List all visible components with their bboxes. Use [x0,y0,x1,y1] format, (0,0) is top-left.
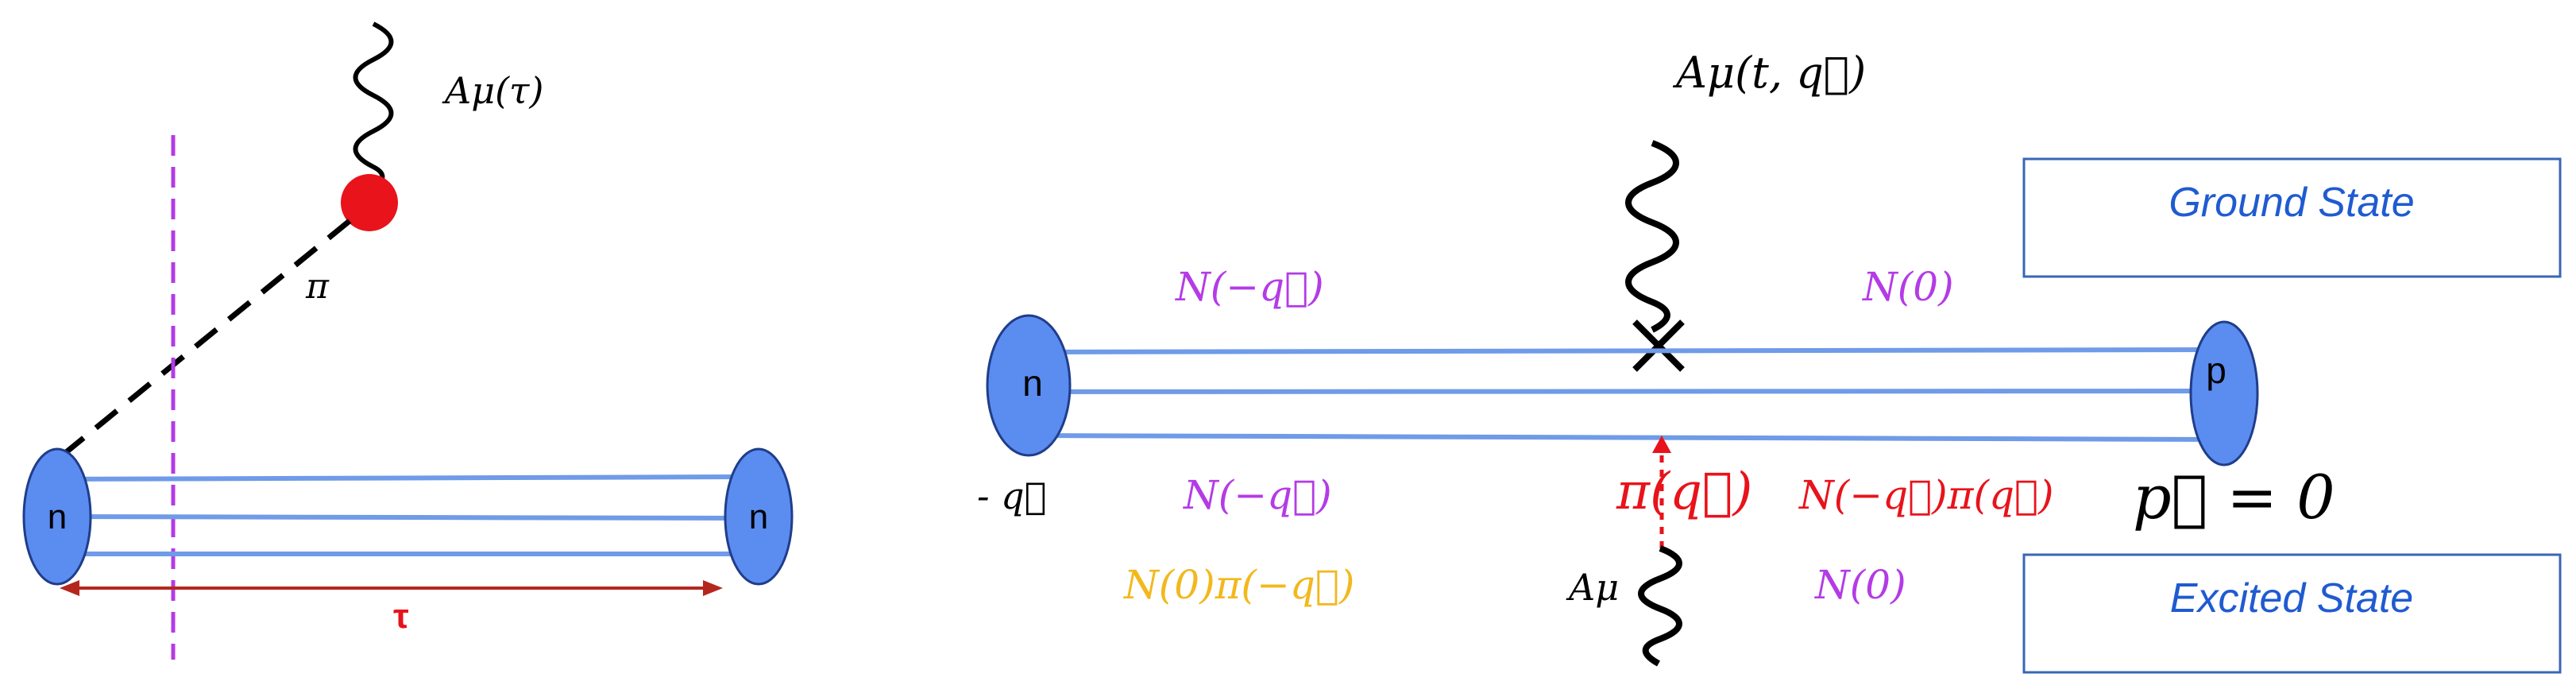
left-pion-label: π [305,266,330,307]
right-current-top-label: Aμ(t, q⃗) [1672,48,1866,98]
right-lower-left-state2: N(0)π(−q⃗) [1123,562,1354,608]
left-nucleon-right-label: n [749,497,768,536]
left-tau-label: τ [393,597,409,636]
right-quark-line-mid [1032,389,2217,394]
left-nucleon-left-label: n [48,497,67,536]
right-nucleon-right-label: p [2206,350,2226,391]
left-tau-arrowhead-right [703,580,723,596]
left-pion-dashed-line [45,219,352,470]
excited-state-box-label: Excited State [2170,575,2413,621]
right-lower-right-state2: N(0) [1814,562,1906,608]
right-quark-line-bottom [1032,433,2217,442]
left-red-vertex [341,174,398,231]
left-quark-line-mid [55,514,740,521]
right-lower-left-state: N(−q⃗) [1183,472,1332,518]
right-cross-marker-b [1632,319,1685,372]
ground-state-box [2022,157,2562,278]
right-momentum-right: p⃗ = 0 [2133,462,2335,532]
left-diagram: Aμ(τ) π n n τ [22,21,794,660]
right-upper-left-state: N(−q⃗) [1175,264,1324,310]
right-nucleon-left-label: n [1022,362,1043,404]
right-diagram: Aμ(t, q⃗) n p N(−q⃗) N(0) N(−q⃗) N(0) N(… [977,48,2562,674]
right-lower-right-state: N(−q⃗)π(q⃗) [1798,472,2054,518]
left-quark-line-top [55,474,740,482]
excited-state-box [2022,553,2562,674]
right-nucleon-right [2189,320,2259,467]
right-momentum-left: - q⃗ [977,474,1046,517]
left-tau-arrowhead-left [60,580,79,596]
left-nucleon-left [22,447,92,586]
ground-state-box-label: Ground State [2169,180,2414,226]
right-nucleon-left [986,314,1072,457]
right-quark-line-top [1032,347,2217,354]
right-current-bottom-label: Aμ [1566,566,1619,609]
left-current-wavy-line [353,21,394,193]
right-pion-arrowhead [1652,436,1671,453]
right-current-bottom-wavy-line [1638,545,1682,667]
left-current-label: Aμ(τ) [442,69,543,112]
right-current-top-wavy-line [1625,140,1679,333]
right-upper-right-state: N(0) [1862,264,1954,310]
left-nucleon-right [724,447,794,586]
right-pion-label: π(q⃗) [1616,463,1752,521]
